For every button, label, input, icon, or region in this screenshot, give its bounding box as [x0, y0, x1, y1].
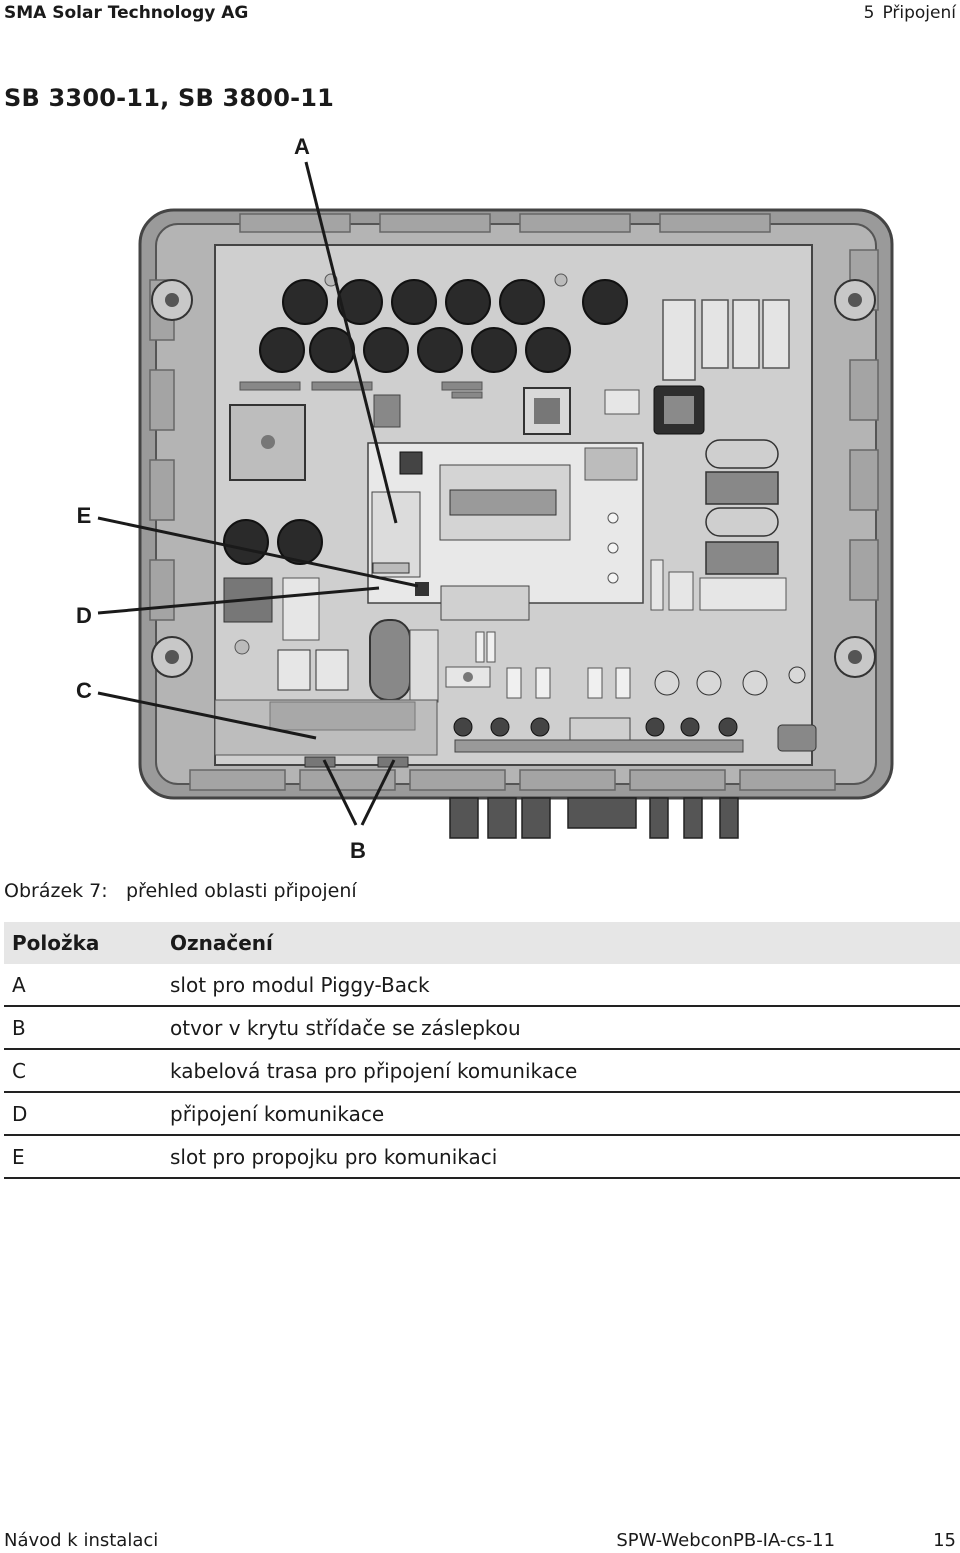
page-number: 15: [933, 1530, 956, 1551]
bottom-glands: [453, 717, 738, 737]
header-chapter: 5 Připojení: [864, 3, 956, 23]
enclosure-opening-left: [304, 756, 336, 768]
legend-header-row: Položka Označení: [4, 922, 960, 964]
small-component: [373, 394, 401, 428]
legend-label: připojení komunikace: [162, 1092, 960, 1136]
chapter-number: 5: [863, 3, 875, 23]
terminal-block: [699, 577, 787, 611]
callout-lines: [97, 161, 419, 826]
legend-item: E: [4, 1135, 162, 1179]
caption-label: Obrázek 7:: [4, 880, 108, 902]
legend-label: slot pro modul Piggy-Back: [162, 964, 960, 1007]
chapter-title: Připojení: [882, 3, 956, 23]
communication-terminal: [372, 562, 410, 574]
footer-doc-title: Návod k instalaci: [4, 1530, 159, 1551]
figure-caption: Obrázek 7: přehled oblasti připojení: [4, 880, 357, 902]
legend-label: kabelová trasa pro připojení komunikace: [162, 1049, 960, 1093]
connection-area-figure: A E D C B: [0, 120, 960, 880]
cable-gland: [777, 724, 817, 752]
table-row: E slot pro propojku pro komunikaci: [4, 1135, 960, 1179]
chip: [399, 451, 423, 475]
callout-d: D: [76, 603, 92, 628]
callout-e: E: [77, 503, 92, 528]
test-points: [607, 512, 619, 584]
bottom-rail: [454, 739, 744, 753]
callout-c: C: [76, 678, 92, 703]
housing-ribs: [149, 213, 879, 791]
table-row: C kabelová trasa pro připojení komunikac…: [4, 1049, 960, 1093]
legend-item: D: [4, 1092, 162, 1136]
dc-connectors: [223, 279, 628, 565]
legend-label: slot pro propojku pro komunikaci: [162, 1135, 960, 1179]
legend-item: A: [4, 964, 162, 1007]
ac-terminals: [277, 649, 349, 691]
dip-switch-block: [584, 447, 638, 481]
label-plate: [604, 389, 640, 415]
screw-bosses: [151, 279, 876, 678]
external-connectors: [449, 797, 739, 839]
coils: [705, 439, 779, 575]
varistors: [506, 667, 631, 699]
section-title: SB 3300-11, SB 3800-11: [4, 84, 335, 112]
legend-item: B: [4, 1006, 162, 1050]
callout-a: A: [294, 134, 310, 159]
heatsink: [440, 585, 530, 621]
relays: [662, 299, 790, 381]
round-terminals: [654, 666, 806, 696]
legend-header-label: Označení: [162, 922, 960, 964]
jumper-slot: [415, 582, 429, 596]
caption-text: přehled oblasti připojení: [126, 880, 357, 902]
legend-label: otvor v krytu střídače se záslepkou: [162, 1006, 960, 1050]
inverter-drawing: A E D C B: [76, 134, 894, 863]
header-company: SMA Solar Technology AG: [4, 3, 249, 23]
table-row: B otvor v krytu střídače se záslepkou: [4, 1006, 960, 1050]
footer-doc-id: SPW-WebconPB-IA-cs-11: [616, 1530, 836, 1551]
table-row: A slot pro modul Piggy-Back: [4, 964, 960, 1007]
table-row: D připojení komunikace: [4, 1092, 960, 1136]
legend-item: C: [4, 1049, 162, 1093]
legend-header-item: Položka: [4, 922, 162, 964]
footer-right: SPW-WebconPB-IA-cs-11 15: [616, 1530, 956, 1551]
board-strips: [239, 381, 483, 399]
ferrite-coil: [369, 619, 411, 701]
legend-table: Položka Označení A slot pro modul Piggy-…: [4, 922, 960, 1179]
callout-b: B: [350, 838, 366, 863]
